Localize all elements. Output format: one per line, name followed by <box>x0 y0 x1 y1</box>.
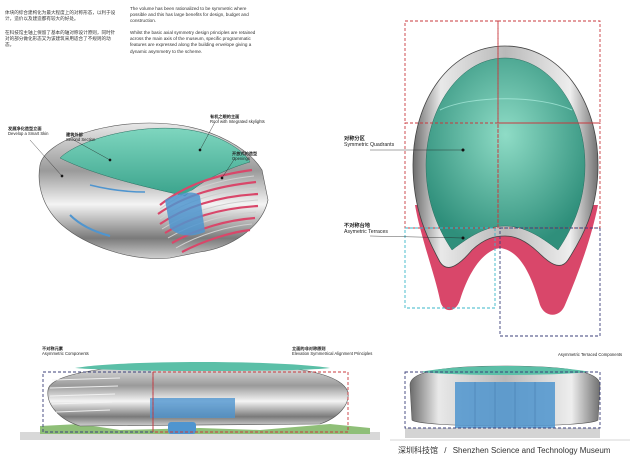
label-symmetric-quadrants-cn: 对称分区 <box>344 136 365 142</box>
label-roof-en: Roof with Integrated skylights <box>210 119 265 124</box>
label-elevation-symmetry: 立面的非对称原则 Elevation Symmetrical Alignment… <box>292 346 372 356</box>
label-second-section-en: Second Section <box>66 137 96 142</box>
label-asymmetric-components-en: Asymmetric Components <box>42 351 89 356</box>
label-develop-skin-en: Develop a Smart Skin <box>8 131 49 136</box>
plan-model <box>369 20 601 337</box>
label-elevation-symmetry-cn: 立面的非对称原则 <box>292 346 326 351</box>
intro-cn-paragraph-1: 体块的综合建构化为最大程度上的对称形态，以利于设计，造价以及建造都有较大的好处。 <box>5 10 116 22</box>
label-terraced-components: Asymmetric Terraced Components <box>558 352 622 357</box>
label-second-section-cn: 建筑外部 <box>66 132 83 137</box>
axonometric-model <box>29 121 269 259</box>
label-openings-cn: 开放式的造型 <box>232 151 258 156</box>
footer-title-cn: 深圳科技馆 <box>398 446 438 455</box>
intro-cn-paragraph-2: 在科技馆主轴上保留了基本的轴对称设计原则，同时针对的部分做化形态又为该建筑采用适… <box>5 30 116 48</box>
label-asymmetric-components: 不对称元素 Asymmetric Components <box>42 346 89 356</box>
label-openings-en: Openings <box>232 156 250 161</box>
label-terraced-components-en: Asymmetric Terraced Components <box>558 352 623 357</box>
footer-title-en: Shenzhen Science and Technology Museum <box>452 446 611 455</box>
label-symmetric-quadrants-en: Symmetric Quadrants <box>344 142 395 149</box>
label-roof-cn: 有机之眼的主面 <box>210 114 240 119</box>
label-develop-skin: 发展净化造型立面 Develop a Smart Skin <box>8 126 49 136</box>
side-elevation <box>404 365 601 438</box>
label-asymmetric-terraces: 不对称台地 Asymetric Terraces <box>344 223 388 236</box>
label-openings: 开放式的造型 Openings <box>232 151 257 161</box>
intro-en-paragraph-2: Whilst the basic axial symmetry design p… <box>130 30 256 54</box>
footer-separator: / <box>444 446 447 455</box>
label-asymmetric-terraces-cn: 不对称台地 <box>344 223 370 229</box>
label-develop-skin-cn: 发展净化造型立面 <box>8 126 42 131</box>
label-elevation-symmetry-en: Elevation Symmetrical Alignment Principl… <box>292 351 373 356</box>
label-asymmetric-components-cn: 不对称元素 <box>42 346 63 351</box>
front-elevation <box>20 362 380 440</box>
label-symmetric-quadrants: 对称分区 Symmetric Quadrants <box>344 136 394 149</box>
label-roof: 有机之眼的主面 Roof with Integrated skylights <box>210 114 265 124</box>
label-second-section: 建筑外部 Second Section <box>66 132 95 142</box>
label-asymmetric-terraces-en: Asymetric Terraces <box>344 229 389 236</box>
footer-title: 深圳科技馆 / Shenzhen Science and Technology … <box>398 445 610 456</box>
intro-en-paragraph-1: The volume has been rationalized to be s… <box>130 6 249 24</box>
